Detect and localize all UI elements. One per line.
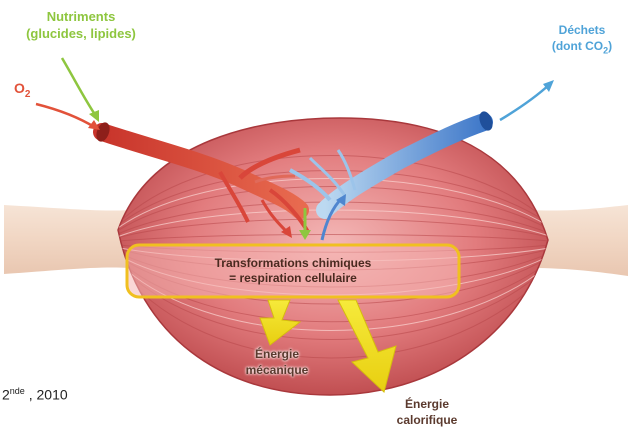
nutrients-title: Nutriments — [6, 8, 156, 25]
o2-label: O2 — [14, 80, 30, 100]
mechanical-energy-label: Énergie mécanique — [232, 346, 322, 378]
source-credit: 2nde , 2010 — [2, 386, 68, 403]
transformation-label: Transformations chimiques = respiration … — [127, 256, 459, 286]
waste-label: Déchets (dont CO2) — [540, 22, 624, 58]
waste-detail: (dont CO2) — [540, 38, 624, 58]
waste-arrow — [500, 84, 550, 120]
heat-energy-label: Énergie calorifique — [382, 396, 472, 428]
nutrients-detail: (glucides, lipides) — [6, 25, 156, 42]
waste-title: Déchets — [540, 22, 624, 38]
left-tendon — [4, 205, 130, 274]
nutrients-label: Nutriments (glucides, lipides) — [6, 8, 156, 42]
transformation-title: Transformations chimiques — [127, 256, 459, 271]
nutrient-arrow — [62, 58, 96, 116]
transformation-detail: = respiration cellulaire — [127, 271, 459, 286]
o2-arrow — [36, 104, 96, 128]
